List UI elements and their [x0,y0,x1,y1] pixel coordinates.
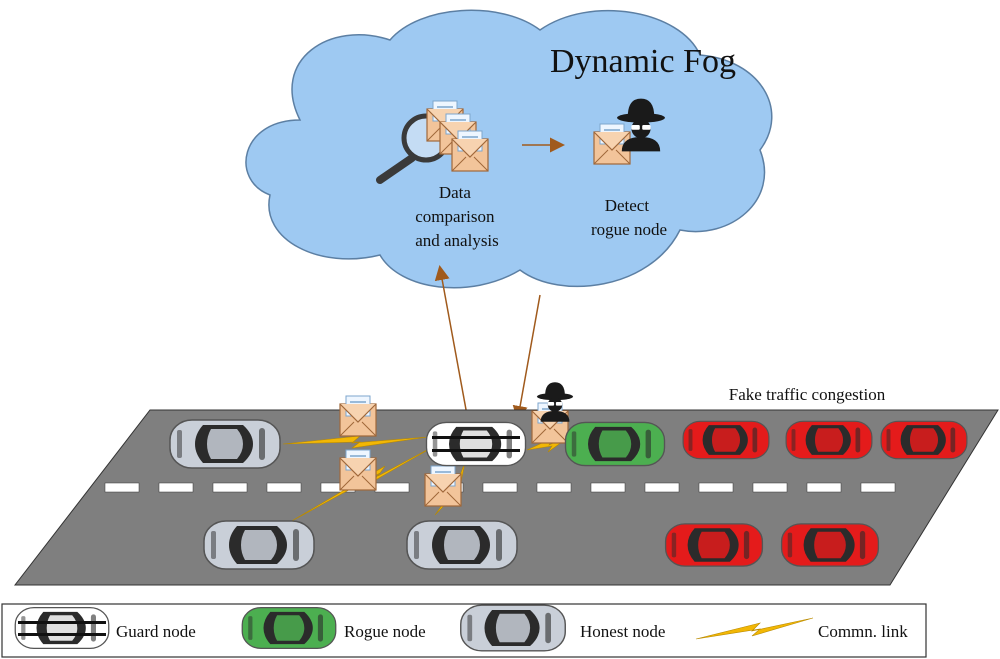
detect-label: Detect rogue node [591,196,667,239]
guard-to-fog-arrow [434,265,468,416]
spy-icon [537,382,573,422]
congestion-car [880,420,968,460]
guard-car [425,421,527,467]
dynamic-fog-cloud [245,9,773,289]
legend-guard-car [14,606,110,650]
honest-car [406,520,518,570]
legend-honest-label: Honest node [580,622,665,641]
fog-to-guard-arrow [512,294,541,421]
honest-car [203,520,315,570]
legend: Guard node Rogue node Honest node Commn.… [1,603,927,658]
legend-link-label: Commn. link [818,622,908,641]
congestion-car [780,523,880,567]
lightning-link-icon [695,617,814,640]
honest-car [169,419,281,469]
cloud-title: Dynamic Fog [550,43,736,80]
legend-honest-car [460,604,566,652]
congestion-car [664,523,764,567]
legend-rogue-car [241,606,337,650]
lane-divider [104,482,896,493]
congestion-label: Fake traffic congestion [729,385,886,404]
legend-rogue-label: Rogue node [344,622,426,641]
rogue-car [564,421,666,467]
congestion-car [785,420,873,460]
analysis-label: Data comparison and analysis [415,183,499,250]
congestion-car [682,420,770,460]
legend-guard-label: Guard node [116,622,196,641]
